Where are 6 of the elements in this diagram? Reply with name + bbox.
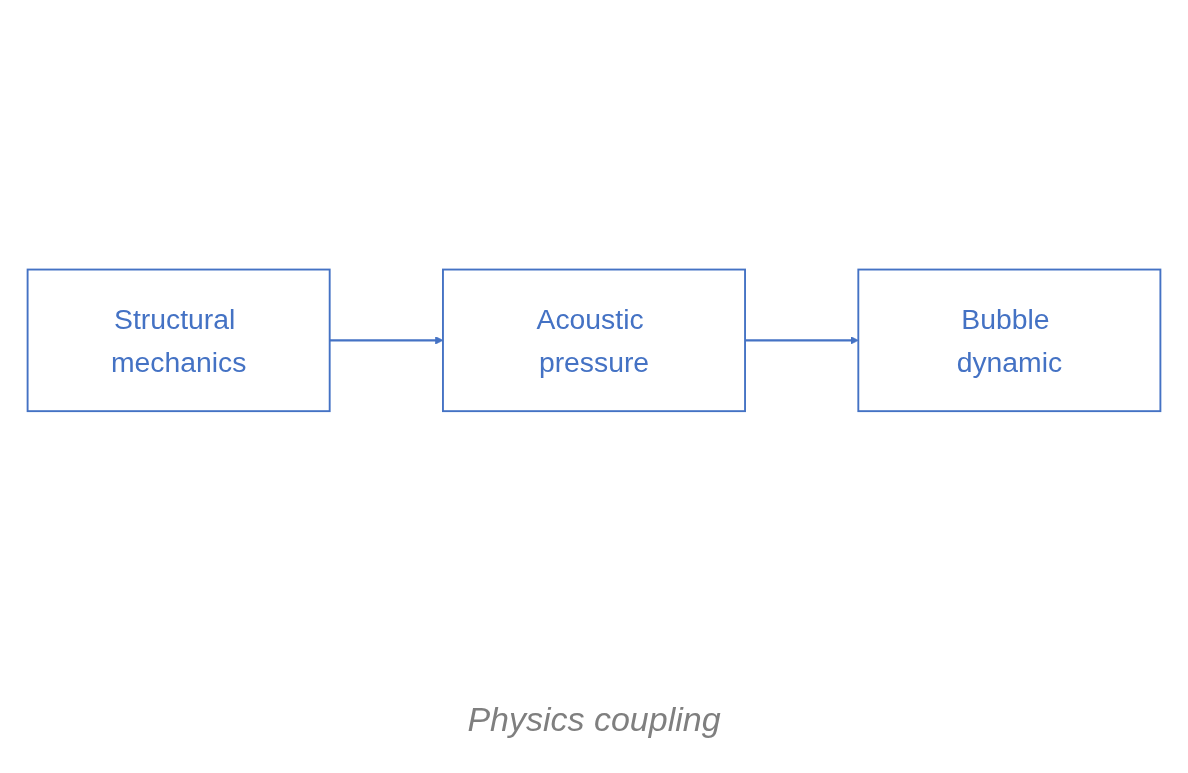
- caption: Physics coupling: [467, 700, 721, 738]
- node-box: [26, 268, 331, 412]
- diagram: Structural mechanics Acoustic pressure Bubble dynamic: [20, 261, 1168, 419]
- node-box: [442, 268, 746, 412]
- node-box: [857, 268, 1162, 412]
- arrow: [745, 335, 859, 345]
